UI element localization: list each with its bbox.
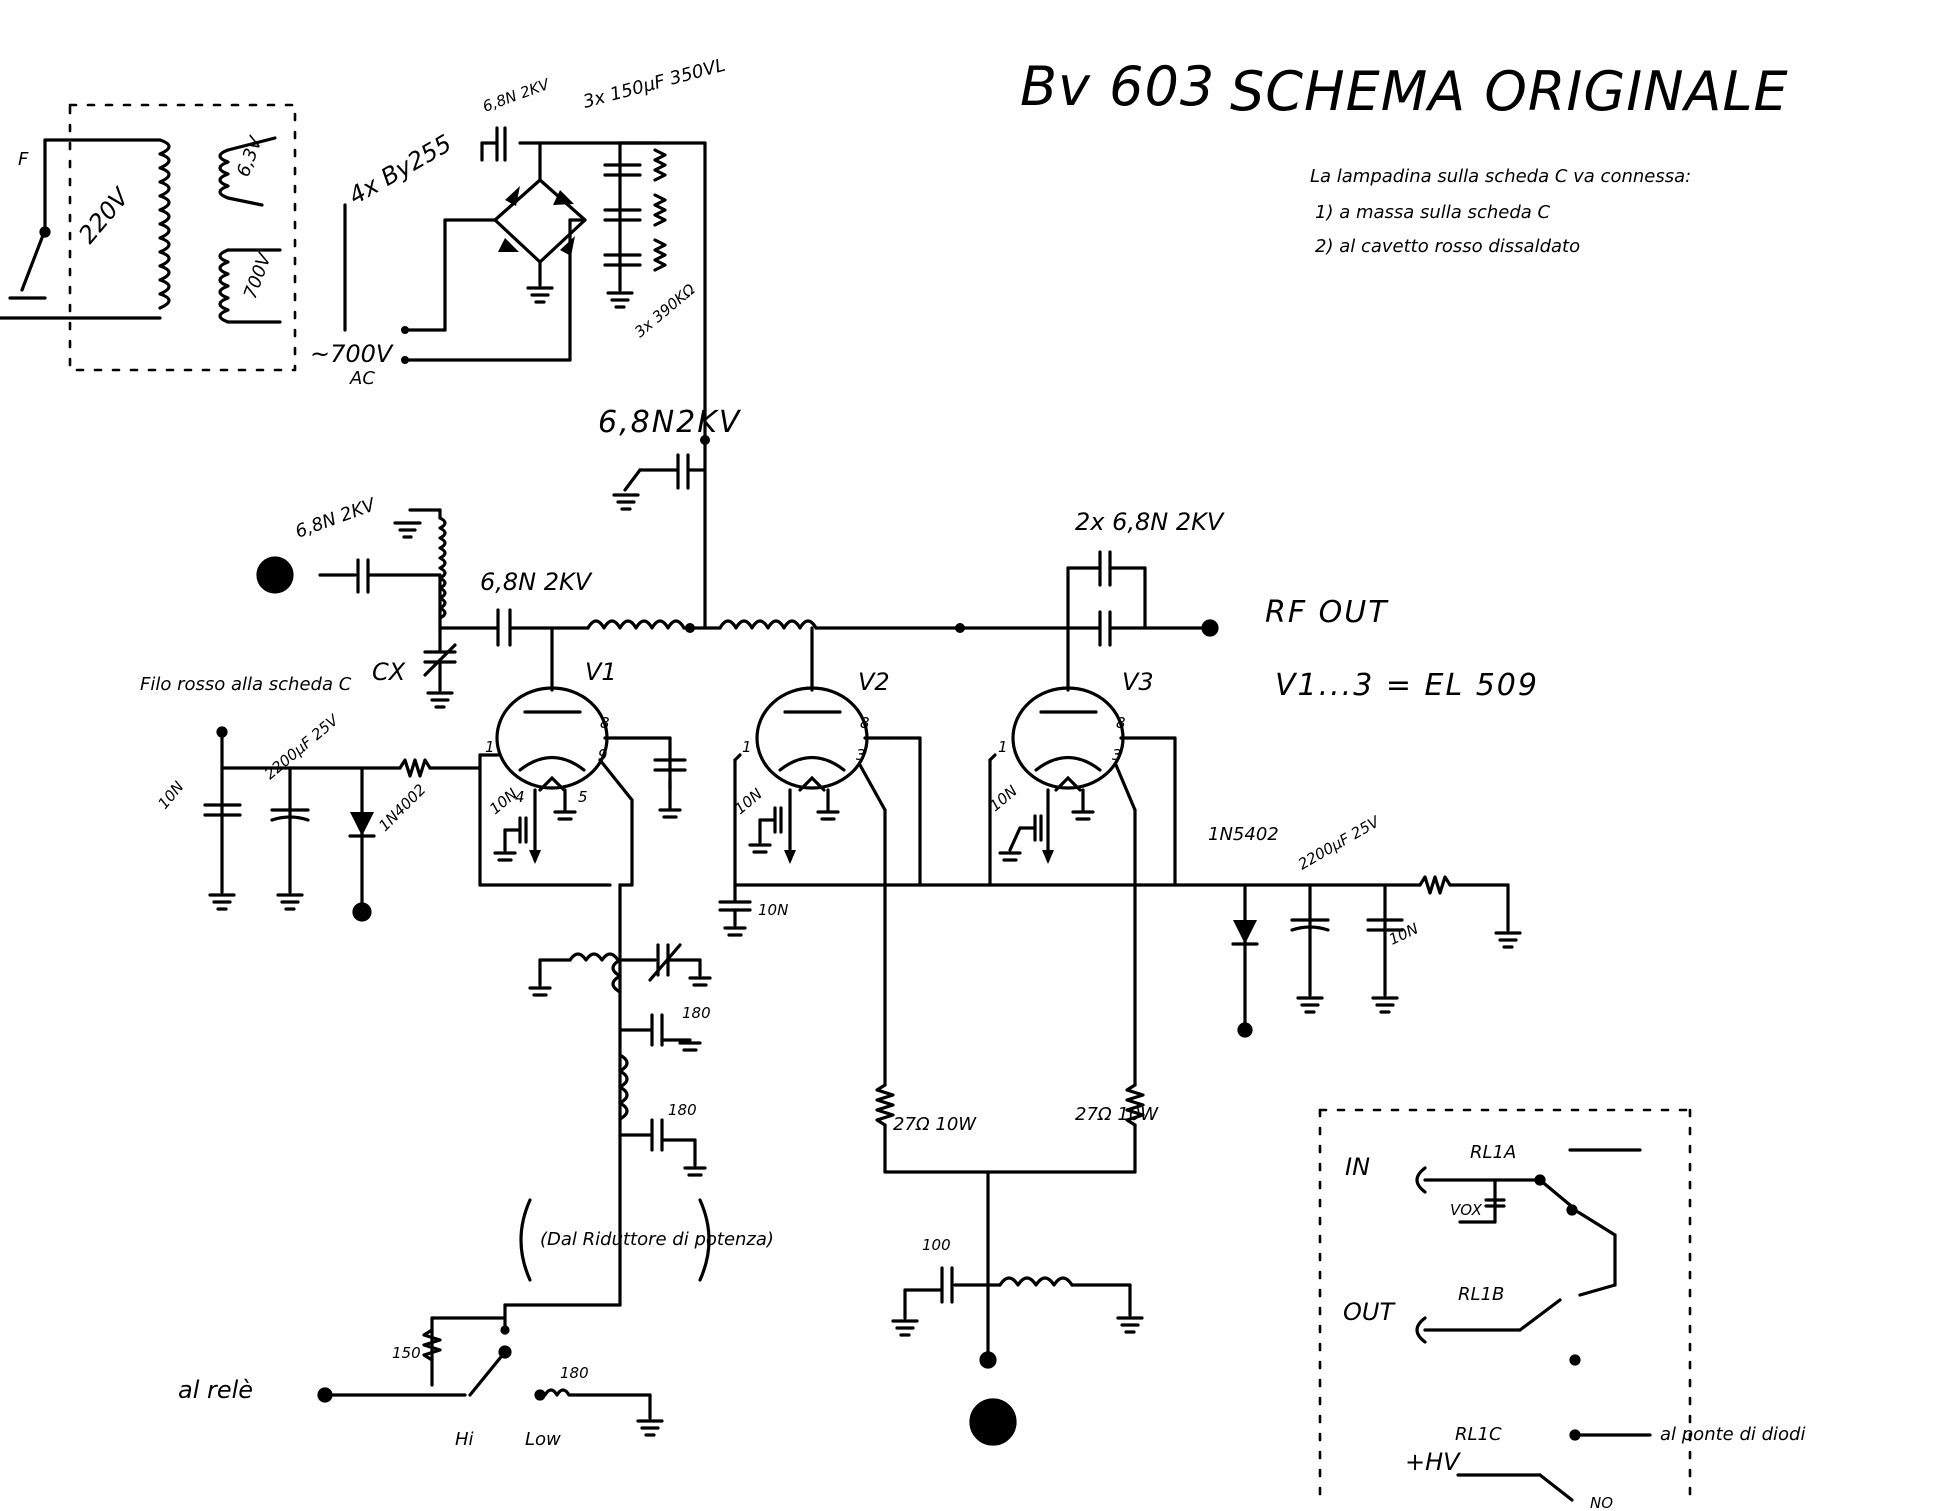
bias-cap2-label: 2200µF 25V [261,710,343,783]
bus-cap-label: 10N [758,901,788,919]
tube-v2 [755,686,892,812]
ac-label: AC [349,368,375,389]
pin-5-v1: 5 [578,788,588,806]
relay-rl1a-label: RL1A [1470,1142,1516,1163]
relay-out-label: OUT [1343,1298,1396,1326]
bleeder-label: 3x 390KΩ [631,280,699,341]
power-reducer-note-text: (Dal Riduttore di potenza) [540,1229,774,1250]
pin-3-v3: 3 [1112,746,1122,764]
pin-1-v1: 1 [485,738,495,756]
filter-caps-label: 3x 150µF 350VL [581,55,728,113]
hv-bypass-capacitor [612,453,707,511]
bias-cap1-label: 10N [154,778,187,813]
pin-1-v3: 1 [998,738,1008,756]
r180-label: 180 [560,1364,589,1382]
rf-out-terminal[interactable] [1201,619,1219,637]
hv-label: +HV [1405,1448,1461,1476]
pin-8-v3: 8 [1116,714,1126,732]
bias-supply [203,726,482,922]
relay-rl1b-label: RL1B [1458,1284,1504,1305]
coupling-cap-label: 6,8N 2KV [480,568,593,596]
cathode-network [875,1083,1145,1369]
input-cap-label: 6,8N 2KV [293,494,380,543]
vox-label: VOX [1450,1201,1483,1219]
tube-v1-label: V1 [585,658,617,686]
filter-capacitor-stack [603,141,667,309]
pin-4-v1: 4 [515,788,525,806]
pin-8-v2: 8 [860,714,870,732]
diode-label: 4x By255 [344,129,456,210]
input-connector[interactable] [256,556,294,594]
output-caps-label: 2x 6,8N 2KV [1075,508,1225,536]
tube-v3-label: V3 [1122,668,1154,696]
cx-label: CX [372,658,406,686]
tube-type-label: V1...3 = EL 509 [1275,668,1539,703]
screen-cap-label: 2200µF 25V [1295,812,1384,874]
relay-in-label: IN [1345,1153,1370,1181]
primary-voltage: 220V [73,182,135,249]
pin-8-v1: 8 [600,714,610,732]
screen-supply [1231,875,1522,1038]
power-transformer [0,103,347,372]
rf-out-label: RF OUT [1265,595,1389,630]
ac-voltage: ~700V [310,340,394,368]
tube-v3 [1011,686,1177,812]
tube-v1 [478,686,634,802]
hv-bypass-label: 6,8N2KV [598,405,742,440]
bridge-label: al ponte di diodi [1660,1424,1805,1445]
low-label: Low [525,1429,561,1450]
no-label: NO [1590,1494,1613,1511]
hi-label: Hi [455,1429,474,1450]
bias-wire-label: Filo rosso alla scheda C [140,674,352,695]
tube-v2-label: V2 [858,668,890,696]
cap-180a-label: 180 [682,1004,711,1022]
output-connector[interactable] [969,1398,1017,1446]
pin-3-v2: 3 [856,746,866,764]
note-line-3: 2) al cavetto rosso dissaldato [1315,236,1580,257]
page-title: SCHEMA ORIGINALE [1230,60,1789,123]
output-chain [317,883,712,1437]
pin-9-v1: 9 [598,746,608,764]
cathode-resistor-right: 27Ω 10W [1075,1104,1159,1125]
fuse-label: F [18,149,29,170]
screen-diode-label: 1N5402 [1208,824,1279,845]
bridge-cap-label: 6,8N 2KV [480,74,553,115]
rectifier-bridge [403,126,707,362]
relay-feed-label: al relè [178,1376,253,1404]
cap-180b-label: 180 [668,1101,697,1119]
hv-secondary: 700V [240,249,276,302]
cap-100-label: 100 [922,1236,951,1254]
input-network [318,508,500,709]
model-title: Bv 603 [1020,55,1215,118]
cathode-resistor-left: 27Ω 10W [893,1114,977,1135]
note-line-1: La lampadina sulla scheda C va connessa: [1310,166,1691,187]
note-line-2: 1) a massa sulla scheda C [1315,202,1550,223]
bias-diode-label: 1N4002 [375,780,429,834]
relay-rl1c-label: RL1C [1455,1424,1502,1445]
power-reducer-note [519,1198,711,1282]
heater-voltage: 6,3V [233,132,267,179]
relay-box [1318,1108,1697,1507]
pin-1-v2: 1 [742,738,752,756]
r150-label: 150 [392,1344,421,1362]
screen-small-cap-label: 10N [1386,920,1421,949]
tube-wiring [478,736,1422,1087]
